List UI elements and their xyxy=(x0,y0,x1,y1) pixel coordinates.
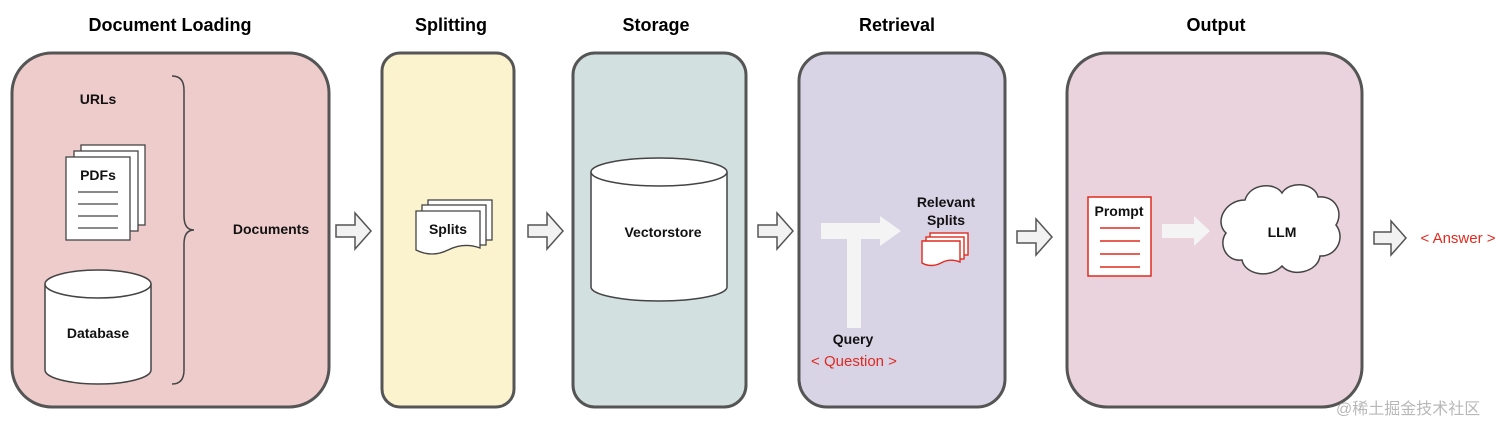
prompt-to-llm-arrow-icon xyxy=(1162,216,1210,246)
documents-label: Documents xyxy=(233,221,309,237)
output-box xyxy=(1065,51,1364,409)
stage-storage: Vectorstore xyxy=(571,51,748,409)
llm-label: LLM xyxy=(1268,224,1297,240)
stage-title-retrieval: Retrieval xyxy=(859,15,935,35)
vectorstore-label: Vectorstore xyxy=(624,224,701,240)
flow-arrow-icon xyxy=(527,211,565,251)
relevant-splits-label: Relevant xyxy=(917,194,976,210)
stage-splitting: Splits xyxy=(380,51,516,409)
stage-loading: URLs PDFs Database Documents xyxy=(10,51,331,409)
query-label: Query xyxy=(833,331,874,347)
relevant-splits-label: Splits xyxy=(927,212,965,228)
llm-cloud-icon xyxy=(1220,184,1341,275)
stage-retrieval: Relevant Splits Query < Question > xyxy=(797,51,1007,409)
flow-arrow-icon xyxy=(1373,219,1408,257)
prompt-label: Prompt xyxy=(1095,203,1144,219)
stage-title-output: Output xyxy=(1187,15,1246,35)
stage-title-splitting: Splitting xyxy=(415,15,487,35)
splits-label: Splits xyxy=(429,221,467,237)
vectorstore-icon xyxy=(590,157,728,302)
relevant-splits-icon xyxy=(921,232,969,267)
watermark-text: @稀土掘金技术社区 xyxy=(1336,400,1480,418)
flow-arrow-icon xyxy=(335,211,373,251)
flow-arrow-icon xyxy=(757,211,795,251)
query-arrow-icon xyxy=(821,216,901,328)
question-label: < Question > xyxy=(811,353,897,370)
brace-icon xyxy=(171,75,195,385)
pdfs-label: PDFs xyxy=(80,167,116,183)
prompt-document-icon xyxy=(1087,196,1152,277)
database-label: Database xyxy=(67,325,129,341)
answer-label: < Answer > xyxy=(1420,230,1495,247)
pdf-documents-icon xyxy=(65,144,146,241)
stage-output: Prompt LLM xyxy=(1065,51,1364,409)
splits-stack-icon xyxy=(415,199,493,255)
stage-title-loading: Document Loading xyxy=(89,15,252,35)
stage-title-storage: Storage xyxy=(622,15,689,35)
database-icon xyxy=(44,269,152,385)
urls-label: URLs xyxy=(80,91,117,107)
flow-arrow-icon xyxy=(1016,217,1054,257)
